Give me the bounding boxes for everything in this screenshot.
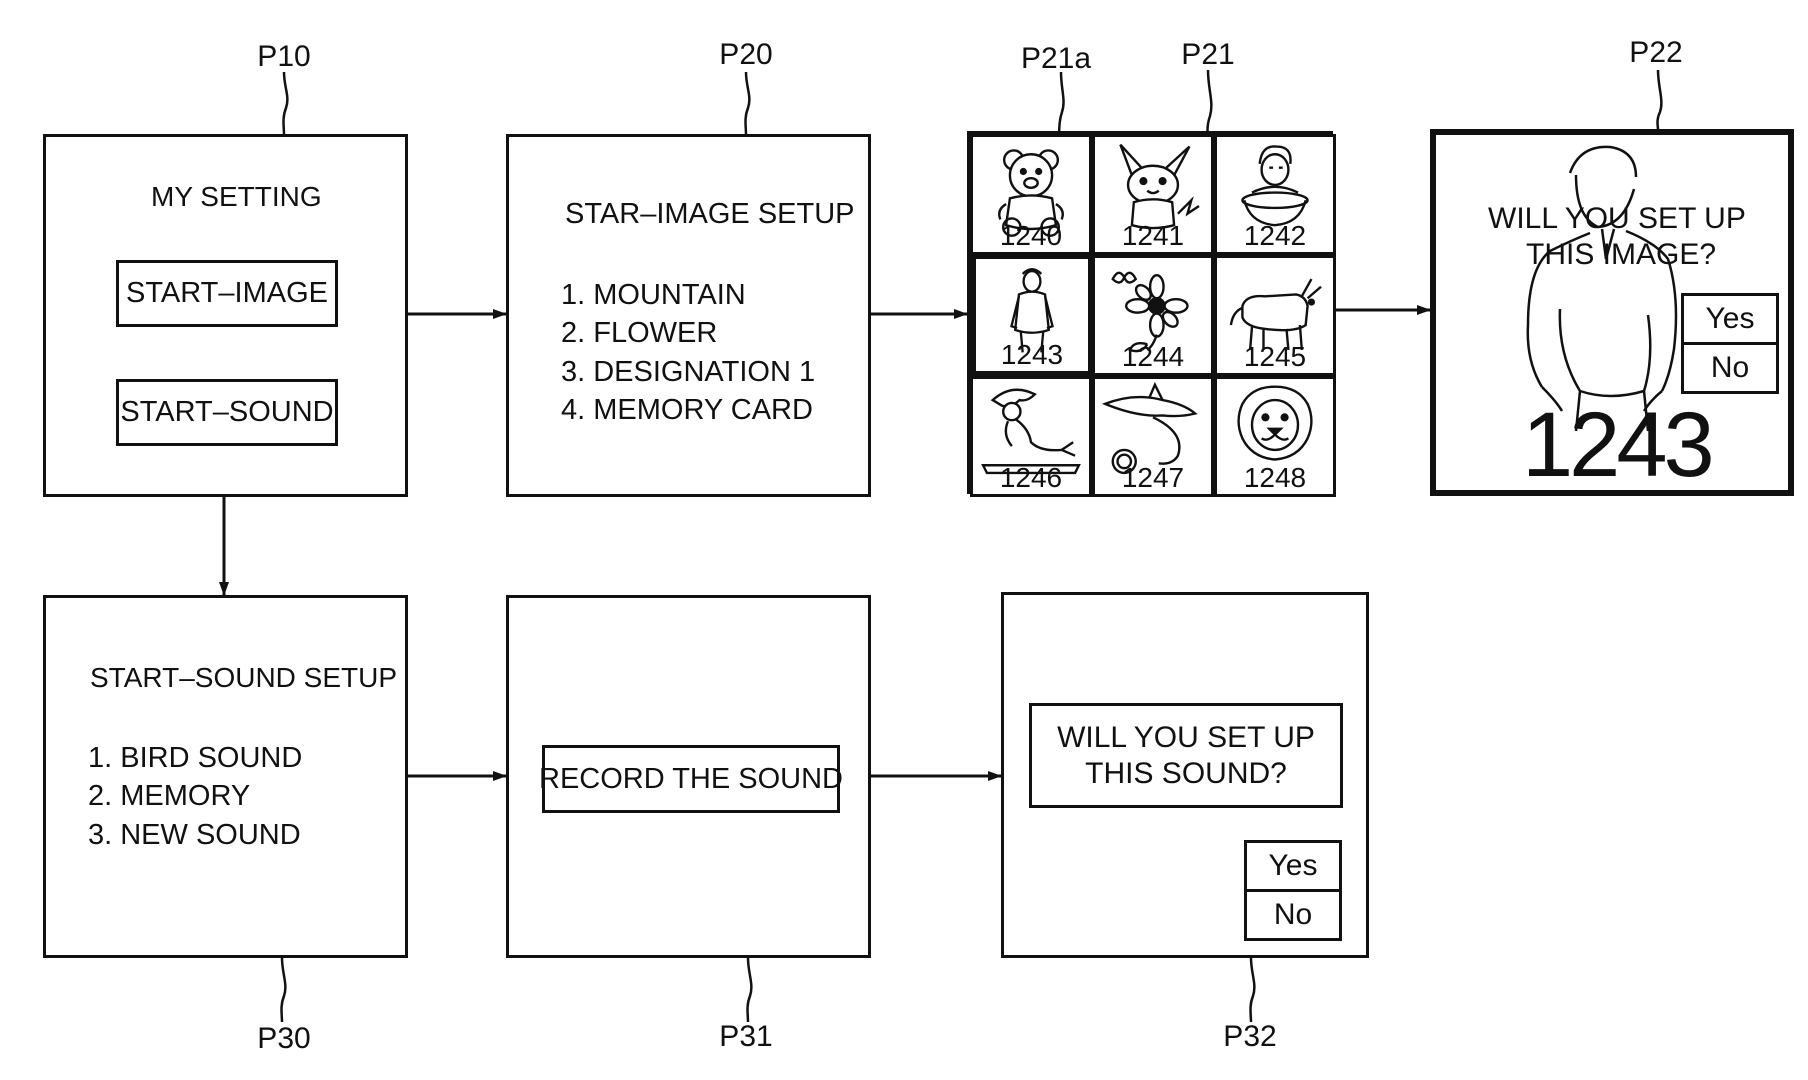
image-cell-1247[interactable]: 1247 bbox=[1092, 376, 1214, 497]
image-number: 1247 bbox=[1121, 462, 1185, 493]
label-p31: P31 bbox=[719, 1020, 773, 1053]
leader-p31 bbox=[746, 957, 753, 1023]
image-cell-1242[interactable]: 1242 bbox=[1214, 134, 1336, 255]
screen-p10-my-setting: MY SETTING START–IMAGE START–SOUND bbox=[43, 134, 408, 497]
image-question-line2: THIS IMAGE? bbox=[1526, 238, 1717, 271]
image-cell-1246[interactable]: 1246 bbox=[970, 376, 1092, 497]
standing-man-icon bbox=[1010, 268, 1054, 353]
yes-button[interactable]: Yes bbox=[1244, 840, 1342, 892]
image-cell-1243-selected[interactable]: 1243 bbox=[970, 253, 1094, 377]
label-p32: P32 bbox=[1223, 1020, 1277, 1053]
menu-item-flower[interactable]: 2. FLOWER bbox=[561, 317, 718, 349]
image-number: 1246 bbox=[999, 462, 1063, 493]
screen-p31-record: RECORD THE SOUND bbox=[506, 595, 871, 958]
image-number: 1248 bbox=[1243, 462, 1307, 493]
image-cell-1245[interactable]: 1245 bbox=[1214, 255, 1336, 376]
my-setting-title: MY SETTING bbox=[151, 181, 322, 212]
menu-item-designation-1[interactable]: 3. DESIGNATION 1 bbox=[561, 356, 816, 388]
sound-question-line2: THIS SOUND? bbox=[1085, 756, 1287, 790]
label-p21: P21 bbox=[1181, 38, 1235, 71]
image-number: 1245 bbox=[1243, 341, 1307, 372]
image-number-large: 1243 bbox=[1522, 394, 1715, 496]
start-image-button[interactable]: START–IMAGE bbox=[116, 260, 338, 327]
image-number: 1240 bbox=[999, 220, 1063, 251]
leader-p21 bbox=[1206, 69, 1213, 136]
screen-p22-confirm-image: WILL YOU SET UP THIS IMAGE? Yes No 1243 bbox=[1430, 129, 1794, 496]
image-cell-1244[interactable]: 1244 bbox=[1092, 255, 1214, 376]
leader-p22 bbox=[1656, 69, 1663, 131]
yes-button[interactable]: Yes bbox=[1681, 293, 1779, 345]
screen-p21-image-grid: 1240 1241 bbox=[967, 131, 1336, 497]
label-p20: P20 bbox=[719, 38, 773, 71]
leader-p30 bbox=[280, 957, 287, 1023]
dolphin-icon bbox=[1101, 381, 1198, 475]
mermaid-icon bbox=[981, 388, 1081, 475]
star-image-setup-title: STAR–IMAGE SETUP bbox=[565, 198, 855, 230]
leader-p32 bbox=[1249, 957, 1256, 1023]
sound-question-box: WILL YOU SET UP THIS SOUND? bbox=[1029, 703, 1343, 808]
image-number: 1243 bbox=[1000, 339, 1064, 370]
sound-question-line1: WILL YOU SET UP bbox=[1057, 720, 1315, 754]
image-number: 1244 bbox=[1121, 341, 1185, 372]
image-cell-1248[interactable]: 1248 bbox=[1214, 376, 1336, 497]
menu-item-mountain[interactable]: 1. MOUNTAIN bbox=[561, 279, 746, 311]
image-question-line1: WILL YOU SET UP bbox=[1488, 202, 1746, 235]
screen-p32-confirm-sound: WILL YOU SET UP THIS SOUND? Yes No bbox=[1001, 592, 1369, 958]
menu-item-bird-sound[interactable]: 1. BIRD SOUND bbox=[88, 742, 303, 774]
screen-p30-start-sound-setup: START–SOUND SETUP 1. BIRD SOUND 2. MEMOR… bbox=[43, 595, 408, 958]
lion-icon bbox=[1237, 385, 1313, 461]
label-p21a: P21a bbox=[1020, 42, 1092, 75]
no-button[interactable]: No bbox=[1681, 342, 1779, 394]
leader-p20 bbox=[744, 71, 751, 136]
standing-man-icon bbox=[1526, 145, 1678, 432]
leader-p10 bbox=[282, 71, 289, 136]
menu-item-new-sound[interactable]: 3. NEW SOUND bbox=[88, 819, 301, 851]
bull-icon bbox=[1229, 278, 1322, 351]
flower-butterfly-icon bbox=[1111, 271, 1189, 353]
no-button[interactable]: No bbox=[1244, 889, 1342, 941]
screen-p20-star-image-setup: STAR–IMAGE SETUP 1. MOUNTAIN 2. FLOWER 3… bbox=[506, 134, 871, 497]
image-cell-1241[interactable]: 1241 bbox=[1092, 134, 1214, 255]
label-p22: P22 bbox=[1629, 36, 1683, 69]
image-number: 1242 bbox=[1243, 220, 1307, 251]
label-p30: P30 bbox=[257, 1022, 311, 1055]
image-cell-1240[interactable]: 1240 bbox=[970, 134, 1092, 255]
pikachu-icon bbox=[1119, 143, 1200, 230]
image-number: 1241 bbox=[1121, 220, 1185, 251]
start-sound-button[interactable]: START–SOUND bbox=[116, 379, 338, 446]
start-sound-setup-title: START–SOUND SETUP bbox=[90, 662, 398, 693]
record-the-sound-button[interactable]: RECORD THE SOUND bbox=[539, 745, 843, 813]
menu-item-memory[interactable]: 2. MEMORY bbox=[88, 780, 251, 812]
label-p10: P10 bbox=[257, 40, 311, 73]
teddy-bear-icon bbox=[998, 149, 1064, 237]
man-with-basin-icon bbox=[1241, 145, 1309, 227]
menu-item-memory-card[interactable]: 4. MEMORY CARD bbox=[561, 394, 813, 426]
